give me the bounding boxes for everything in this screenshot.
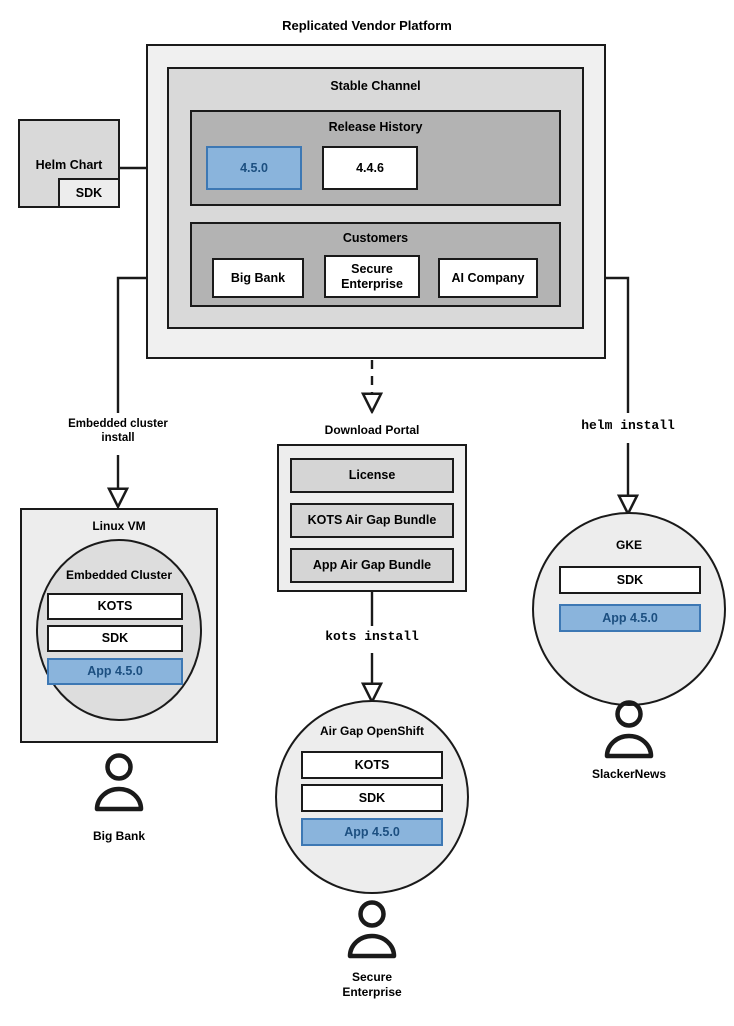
persona-big-bank-icon [94, 753, 144, 812]
openshift-label: Air Gap OpenShift [319, 724, 424, 738]
release-4-4-6[interactable]: 4.4.6 [322, 146, 418, 190]
persona-slackernews-label: SlackerNews [591, 767, 667, 781]
helm-chart-label: Helm Chart [35, 158, 103, 172]
linuxvm-component-sdk[interactable]: SDK [47, 625, 183, 652]
gke-label: GKE [615, 538, 642, 552]
customer-secure-enterprise[interactable]: Secure Enterprise [324, 255, 420, 298]
release-history-label: Release History [328, 120, 423, 134]
edge-label-helm-install: helm install [581, 418, 675, 433]
helm-chart-sdk-box[interactable]: SDK [58, 178, 120, 208]
linux-vm-label: Linux VM [92, 519, 146, 533]
customer-ai-company[interactable]: AI Company [438, 258, 538, 298]
portal-item-license[interactable]: License [290, 458, 454, 493]
customers-label: Customers [342, 231, 409, 245]
portal-item-app-air-gap-bundle[interactable]: App Air Gap Bundle [290, 548, 454, 583]
customer-big-bank[interactable]: Big Bank [212, 258, 304, 298]
linuxvm-component-app[interactable]: App 4.5.0 [47, 658, 183, 685]
gke-component-sdk[interactable]: SDK [559, 566, 701, 594]
gke-component-app[interactable]: App 4.5.0 [559, 604, 701, 632]
persona-secure-enterprise-icon [347, 900, 397, 959]
edge-label-kots-install: kots install [325, 629, 419, 644]
embedded-cluster-label: Embedded Cluster [65, 568, 173, 582]
page-title: Replicated Vendor Platform [282, 18, 452, 33]
persona-slackernews-icon [604, 700, 654, 759]
openshift-component-app[interactable]: App 4.5.0 [301, 818, 443, 846]
edge-label-embedded-cluster-install: Embedded cluster install [68, 418, 168, 445]
portal-item-kots-air-gap-bundle[interactable]: KOTS Air Gap Bundle [290, 503, 454, 538]
persona-secure-enterprise-label: Secure Enterprise [342, 970, 402, 999]
download-portal-title: Download Portal [324, 423, 420, 437]
persona-big-bank-label: Big Bank [92, 829, 145, 843]
openshift-component-sdk[interactable]: SDK [301, 784, 443, 812]
linuxvm-component-kots[interactable]: KOTS [47, 593, 183, 620]
release-4-5-0[interactable]: 4.5.0 [206, 146, 302, 190]
openshift-component-kots[interactable]: KOTS [301, 751, 443, 779]
stable-channel-label: Stable Channel [330, 79, 421, 93]
